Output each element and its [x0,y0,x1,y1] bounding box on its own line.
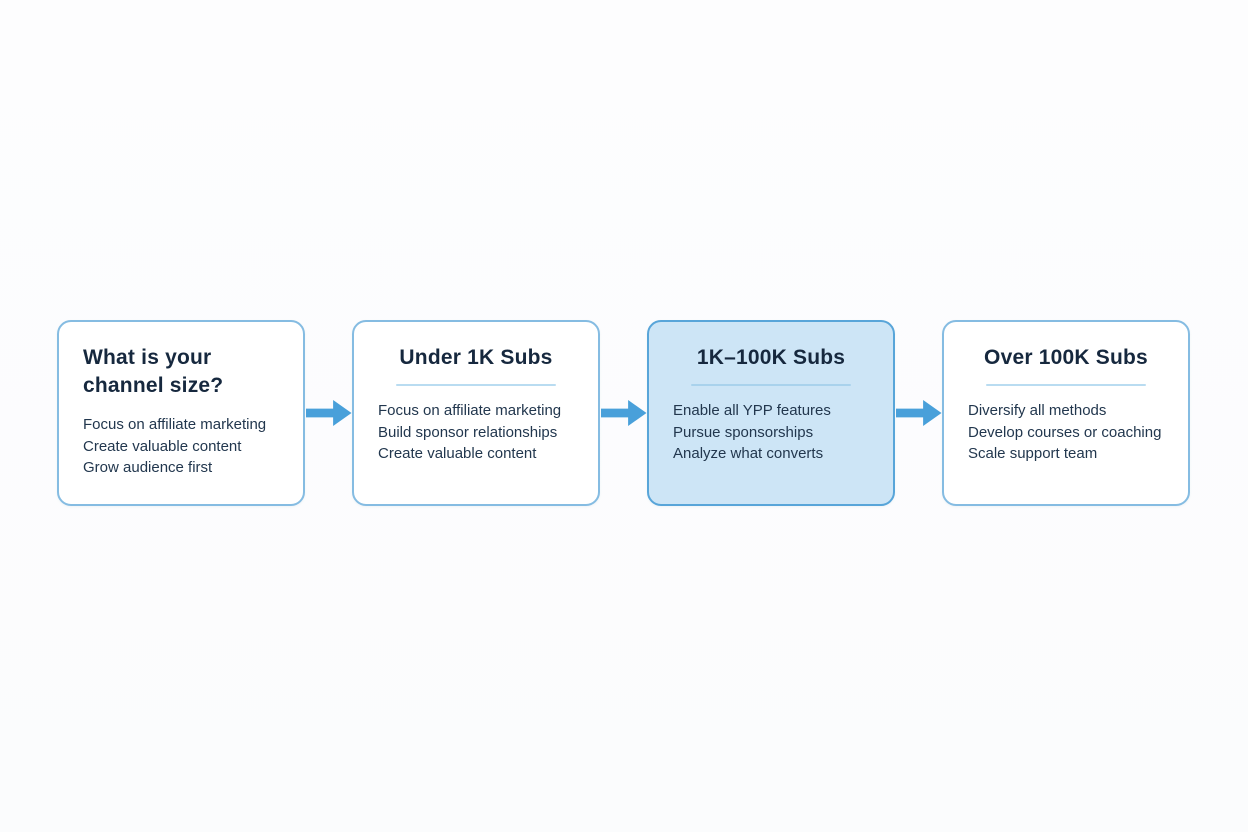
box-title: Over 100K Subs [984,346,1148,369]
box-title: 1K–100K Subs [696,346,846,369]
box-item-list: Diversify all methods Develop courses or… [968,400,1164,465]
box-title: What is your channel size? [83,346,224,397]
box-under-1k-subs: Under 1K Subs Focus on affiliate marketi… [352,320,600,506]
box-item: Focus on affiliate marketing [378,402,562,419]
box-item: Pursue sponsorships [673,423,814,441]
title-divider [395,384,557,386]
box-1k-100k-subs: 1K–100K Subs Enable all YPP features Pur… [647,320,895,506]
arrow-right-icon [600,400,647,426]
box-item: Enable all YPP features [673,402,831,419]
box-over-100k-subs: Over 100K Subs Diversify all methods Dev… [942,320,1190,506]
box-item: Diversify all methods [968,402,1107,419]
box-title: Under 1K Subs [399,346,553,369]
box-item: Build sponsor relationships [378,423,558,441]
box-item: Create valuable content [83,437,242,455]
title-divider [985,384,1147,386]
title-divider [690,384,852,386]
box-item: Analyze what converts [673,445,824,462]
box-item-list: Enable all YPP features Pursue sponsorsh… [673,400,869,465]
arrow-right-icon [305,400,352,426]
box-channel-size-question: What is your channel size? Focus on affi… [57,320,305,506]
arrow-cell [305,320,352,506]
box-item: Develop courses or coaching [968,423,1162,441]
box-item: Create valuable content [378,445,537,462]
arrow-cell [895,320,942,506]
arrow-cell [600,320,647,506]
box-item: Focus on affiliate marketing [83,416,267,433]
arrow-right-icon [895,400,942,426]
box-item-list: Focus on affiliate marketing Build spons… [378,400,574,465]
flowchart-row: What is your channel size? Focus on affi… [57,320,1190,506]
box-item-list: Focus on affiliate marketing Create valu… [83,414,279,479]
box-item: Scale support team [968,445,1098,462]
box-item: Grow audience first [83,459,213,476]
